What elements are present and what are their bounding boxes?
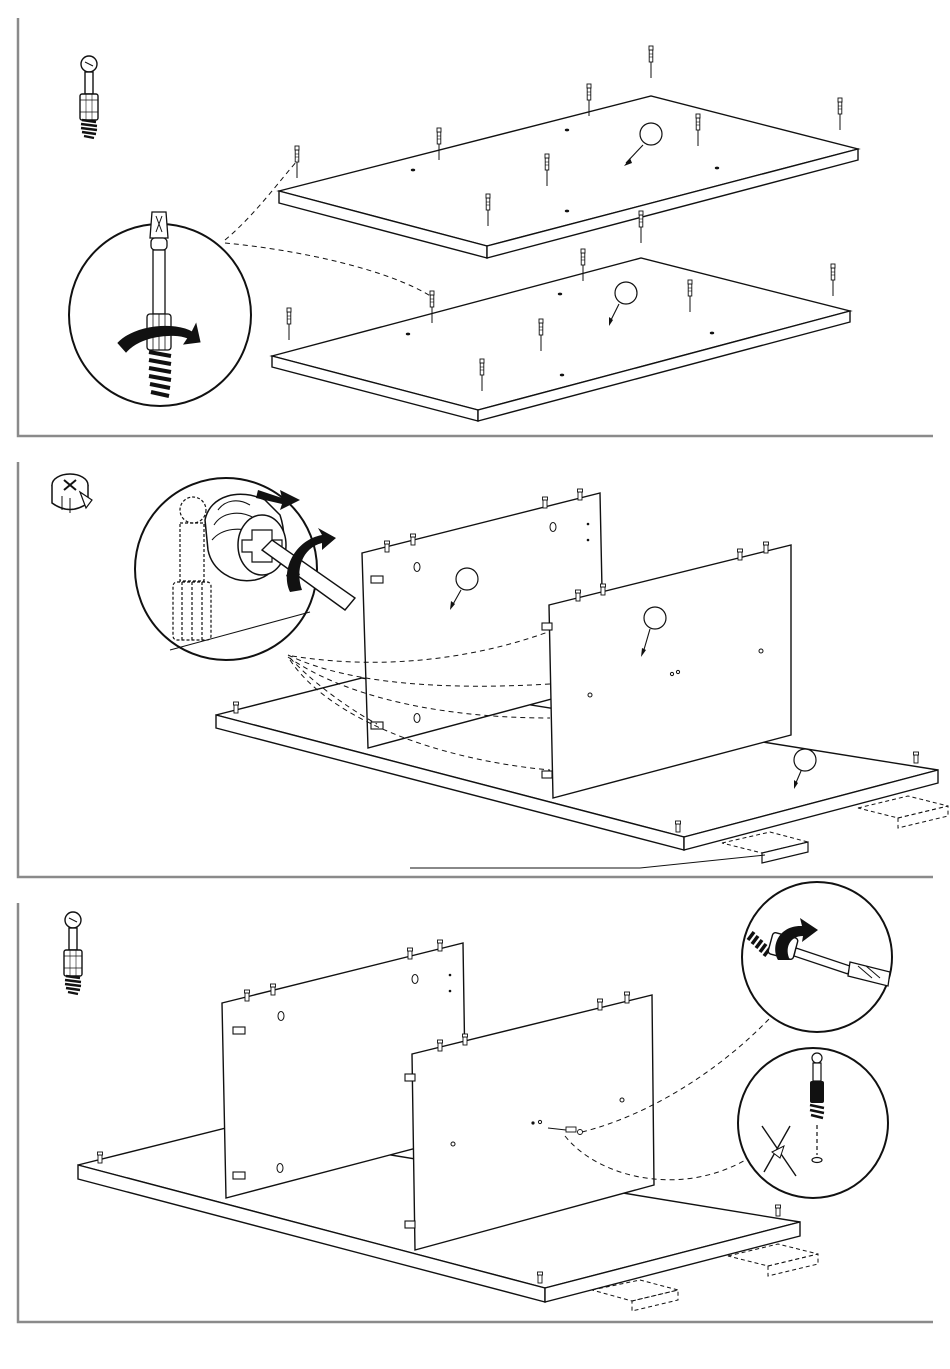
tighten-cam-lock-with-screwdriver-icon: [135, 478, 355, 660]
step-3-panel: [18, 882, 933, 1322]
lower-panel: [272, 258, 850, 421]
screw-in-cam-bolt-with-screwdriver-icon: [742, 882, 892, 1032]
part-label-circle: [644, 607, 666, 629]
part-label-circle: [794, 749, 816, 771]
upper-panel: [279, 96, 858, 258]
cam-bolt-icon: [64, 912, 82, 994]
wrong-insertion-x-icon: [738, 1048, 888, 1198]
part-label-circle: [615, 282, 637, 304]
cam-bolt-icon: [80, 56, 98, 138]
step-2-panel: [18, 462, 948, 877]
part-label-circle: [456, 568, 478, 590]
cam-lock-nut-icon: [52, 474, 92, 513]
part-label-circle: [640, 123, 662, 145]
step-1-panel: [18, 18, 933, 436]
